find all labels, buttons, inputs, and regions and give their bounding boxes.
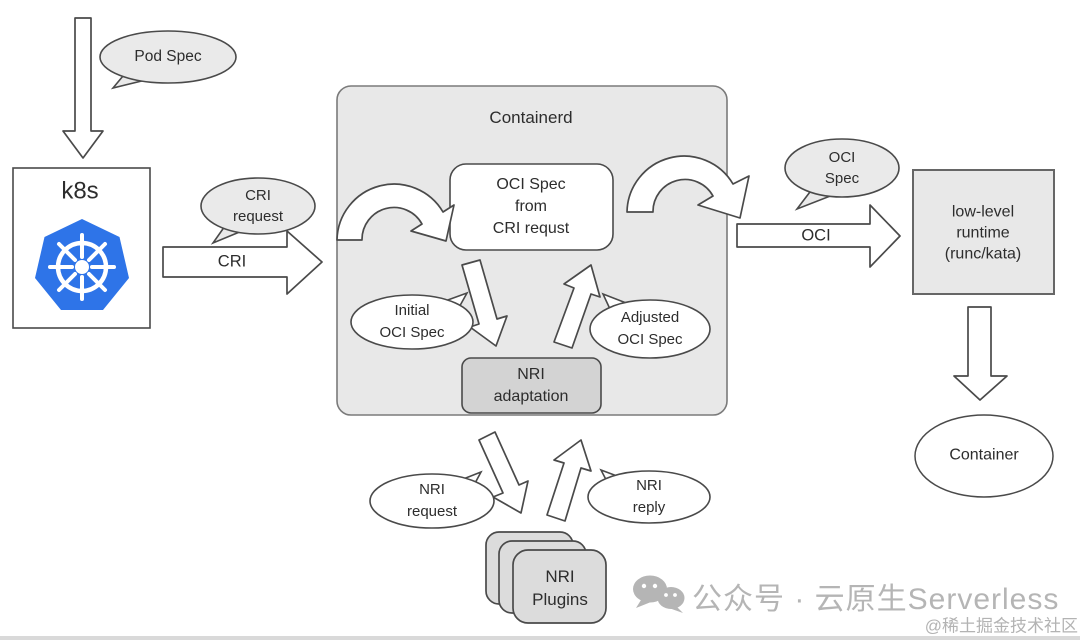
containerd-title: Containerd [489,107,573,127]
cri-request-bubble [200,177,316,235]
cri-request-label: CRI request [232,187,284,225]
oci-spec-box-label: OCI Spec from CRI requst [492,176,570,237]
pod-spec-bubble [99,30,237,84]
kubernetes-wheel-hub [75,260,89,274]
oci-spec-bubble [784,138,900,198]
nri-plugins-label: NRI Plugins [532,567,588,609]
oci-arrow [736,204,901,268]
adjusted-oci-spec-label: Adjusted OCI Spec [617,309,683,348]
nri-plugins-card-front [512,549,607,624]
initial-oci-spec-label: Initial OCI Spec [379,302,445,341]
juejin-credit-watermark: @稀土掘金技术社区 [924,616,1078,636]
pod-spec-down-arrow [62,17,104,159]
container-ellipse [914,414,1054,498]
nri-request-down-arrow [478,431,529,514]
bottom-strip [0,636,1080,640]
low-level-runtime-label: low-level runtime (runc/kata) [944,203,1022,263]
nri-reply-label: NRI reply [632,477,666,516]
initial-oci-down-arrow [461,259,508,347]
left-curved-arrow [336,183,455,242]
cri-arrow [162,230,323,295]
wechat-account-watermark: 公众号 · 云原生Serverless [692,583,1060,616]
kubernetes-icon [35,219,129,310]
container-label: Container [949,446,1019,464]
oci-arrow-label: OCI [801,226,831,245]
nri-reply-up-arrow [546,439,592,522]
nri-request-label: NRI request [406,481,458,520]
initial-oci-bubble [350,294,474,350]
nri-adaptation-label: NRI adaptation [493,366,569,405]
adjusted-oci-up-arrow [553,264,601,349]
kubernetes-wheel-spokes [48,233,116,301]
runtime-down-arrow [953,306,1008,401]
nri-adaptation-box [461,357,602,414]
nri-reply-bubble [587,470,711,524]
nri-request-bubble [369,473,495,529]
low-level-runtime-box [912,169,1055,295]
wechat-icon [633,575,685,613]
right-curved-arrow [626,155,750,219]
oci-spec-bubble-label: OCI Spec [824,149,860,187]
pod-spec-label: Pod Spec [134,47,202,65]
k8s-label: k8s [61,177,99,205]
cri-arrow-label: CRI [217,252,247,271]
white-speech-bubbles [350,291,711,529]
gray-speech-bubbles [99,30,900,245]
nri-plugins-stack [485,531,607,624]
adjusted-oci-bubble [589,299,711,359]
